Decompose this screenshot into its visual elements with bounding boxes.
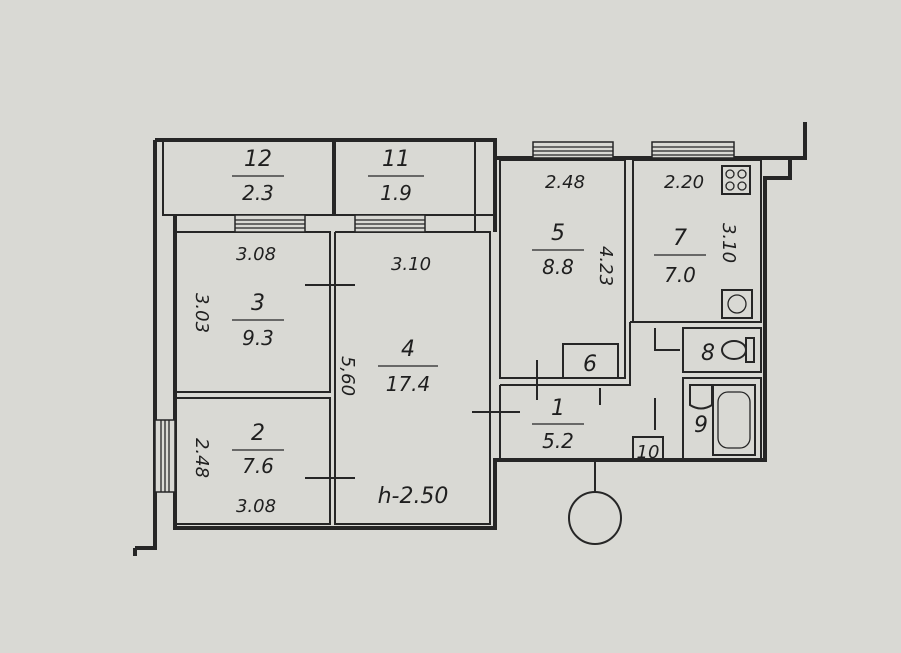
room-3-number: 3 — [251, 291, 265, 316]
room-2-area: 7.6 — [242, 454, 274, 478]
stove-icon — [721, 165, 751, 195]
room-1-number: 1 — [551, 396, 565, 421]
windows — [154, 141, 735, 493]
exterior-walls — [133, 122, 807, 556]
dim-room3-width: 3.08 — [236, 244, 276, 265]
dim-room3-depth: 3.03 — [191, 293, 212, 333]
room-11-area: 1.9 — [380, 181, 412, 205]
room-8-number: 8 — [701, 341, 715, 366]
room-5-area: 8.8 — [542, 255, 574, 279]
room-5: 5 8.8 — [532, 221, 584, 279]
window-room5 — [532, 141, 614, 159]
entrance-marker — [568, 470, 622, 545]
room-11-number: 11 — [382, 147, 410, 172]
room-12-area: 2.3 — [242, 181, 274, 205]
room-12-number: 12 — [244, 147, 272, 172]
room-7-area: 7.0 — [664, 263, 696, 287]
room-9-number: 9 — [694, 413, 708, 438]
dim-room2-depth: 2.48 — [191, 438, 212, 478]
room-2: 2 7.6 — [232, 421, 284, 478]
dim-room5-width: 2.48 — [545, 172, 585, 193]
door-marks — [305, 284, 683, 479]
dim-room7-depth: 3.10 — [718, 223, 739, 263]
room-4: 4 17.4 — [378, 337, 438, 396]
room-1-area: 5.2 — [542, 429, 574, 453]
room-10-number: 10 — [637, 442, 660, 463]
room-3: 3 9.3 — [232, 291, 284, 350]
window-room3 — [234, 214, 306, 233]
dim-room4-depth: 5,60 — [337, 356, 358, 396]
dim-room5-depth: 4.23 — [595, 246, 616, 286]
room-1: 1 5.2 — [532, 396, 584, 453]
interior-walls — [174, 159, 762, 525]
room-12: 12 2.3 — [232, 147, 284, 205]
dim-room7-width: 2.20 — [664, 172, 704, 193]
room-4-number: 4 — [401, 337, 415, 362]
window-room2 — [154, 419, 176, 493]
dim-room4-width: 3.10 — [391, 254, 431, 275]
bathtub-icon — [712, 384, 756, 456]
room-3-area: 9.3 — [242, 326, 274, 350]
toilet-icon — [721, 337, 755, 363]
room-7: 7 7.0 — [654, 226, 706, 287]
window-room7 — [651, 141, 735, 159]
room-5-number: 5 — [551, 221, 565, 246]
room-6-number: 6 — [583, 352, 597, 377]
balcony-partitions — [162, 139, 495, 232]
room-11: 11 1.9 — [368, 147, 424, 205]
room-2-number: 2 — [251, 421, 265, 446]
ceiling-height: h-2.50 — [378, 484, 449, 509]
washbasin-icon — [689, 384, 713, 410]
kitchen-sink-icon — [721, 289, 753, 319]
dim-room2-width: 3.08 — [236, 496, 276, 517]
window-room4 — [354, 214, 426, 233]
room-4-area: 17.4 — [386, 372, 431, 396]
room-7-number: 7 — [673, 226, 687, 251]
